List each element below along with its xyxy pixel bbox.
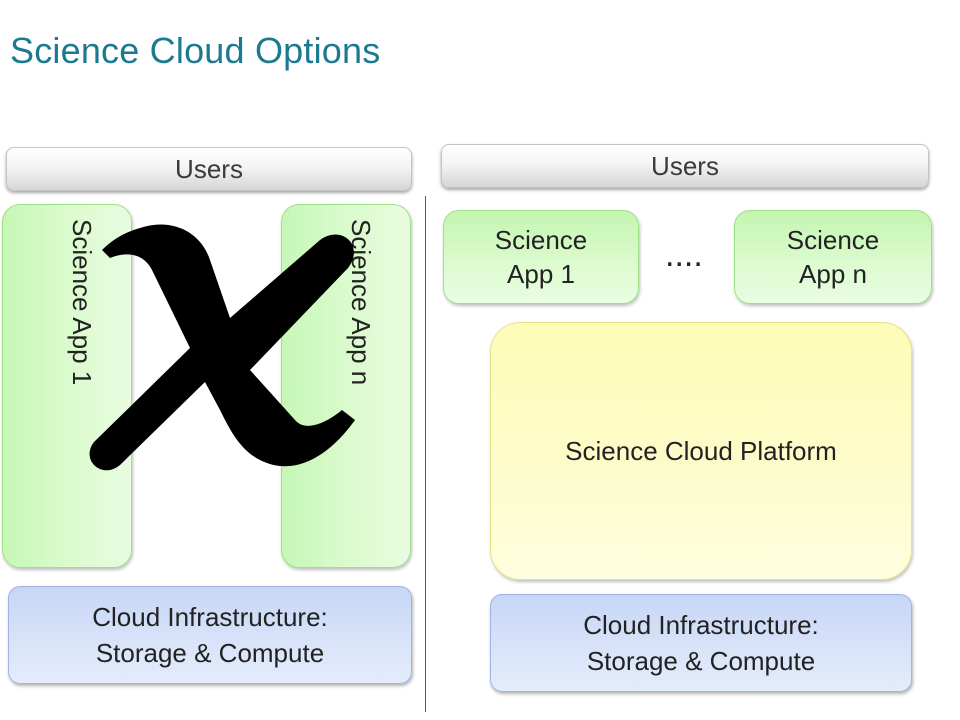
left-science-app-1: Science App 1: [2, 204, 132, 568]
left-science-app-1-label: Science App 1: [67, 219, 97, 386]
left-users-bar: Users: [6, 147, 412, 191]
right-appn-line2: App n: [799, 259, 867, 289]
right-users-label: Users: [651, 150, 719, 181]
science-cloud-platform: Science Cloud Platform: [490, 322, 912, 580]
right-science-app-n: Science App n: [734, 210, 932, 304]
right-users-bar: Users: [441, 144, 929, 188]
left-infra-line2: Storage & Compute: [95, 638, 325, 668]
page-title: Science Cloud Options: [10, 30, 381, 71]
options-divider: [425, 196, 426, 712]
right-app1-line1: Science: [494, 225, 588, 255]
right-app1-line2: App 1: [507, 259, 575, 289]
right-cloud-infrastructure: Cloud Infrastructure: Storage & Compute: [490, 594, 912, 692]
left-cloud-infrastructure: Cloud Infrastructure: Storage & Compute: [8, 586, 412, 684]
left-users-label: Users: [175, 153, 243, 184]
right-infra-line2: Storage & Compute: [586, 646, 816, 676]
right-appn-line1: Science: [786, 225, 880, 255]
right-science-app-1: Science App 1: [443, 210, 639, 304]
left-infra-line1: Cloud Infrastructure:: [92, 602, 328, 632]
platform-label: Science Cloud Platform: [565, 435, 837, 466]
cross-mark-icon: [89, 224, 355, 471]
right-infra-line1: Cloud Infrastructure:: [583, 610, 819, 640]
apps-ellipsis: ....: [665, 236, 703, 274]
